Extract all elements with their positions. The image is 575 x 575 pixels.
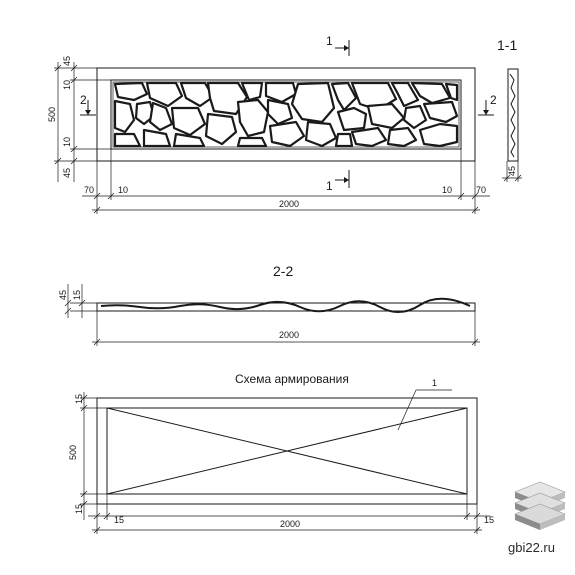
dim-bottom-inner: 10 [62,137,72,147]
reinforcement-diagonal-2 [106,407,468,495]
section-1-1: 1-1 45 [497,37,522,182]
reinforcement-title: Схема армирования [235,372,349,386]
dim-height: 500 [47,107,57,122]
section-1-1-outline [507,68,519,162]
cut-2-2-right: 2 [478,93,497,116]
reinf-dim-right: 15 [484,515,494,525]
section-2-2-relief [100,297,471,313]
section-1-1-relief [509,73,516,158]
dim-bottom-right: 70 [476,185,486,195]
section-2-2-dim-b: 15 [72,290,82,300]
cut-1-1-top: 1 [326,34,350,56]
reinf-dim-left: 15 [114,515,124,525]
dim-bottom-left-inner: 10 [118,185,128,195]
section-2-2-length: 2000 [279,330,299,340]
leader-line [397,389,417,431]
dim-plan-length: 2000 [279,199,299,209]
dim-bottom-left: 70 [84,185,94,195]
dim-bottom-offset: 45 [62,168,72,178]
cut-2-label-left: 2 [80,93,87,107]
reinforcement-scheme: Схема армирования 1 15 500 15 15 [68,372,494,534]
dim-top-inner: 10 [62,80,72,90]
section-1-1-title: 1-1 [497,37,517,53]
cut-2-label-right: 2 [490,93,497,107]
section-1-1-dim: 45 [507,166,517,176]
cut-2-2-left: 2 [80,93,96,116]
section-2-2-title: 2-2 [273,263,293,279]
cut-1-label-bottom: 1 [326,179,333,193]
panel-outline [96,67,476,162]
cut-1-label-top: 1 [326,34,333,48]
dim-top-offset: 45 [62,56,72,66]
section-2-2-dim-a: 45 [58,290,68,300]
reinf-dim-length: 2000 [280,519,300,529]
panel-inner-frame [110,79,462,150]
section-2-2: 2-2 45 15 2000 [58,263,480,346]
reinforcement-outline [96,397,478,505]
reinf-dim-bottom: 15 [74,504,84,514]
stacked-slabs-icon [514,481,566,530]
reinf-dim-top: 15 [74,394,84,404]
cut-1-1-bottom: 1 [326,170,350,193]
reinf-dim-height: 500 [68,445,78,460]
plan-left-dimensions: 45 10 500 10 45 [47,56,111,182]
leader-label: 1 [432,378,437,388]
reinforcement-mesh-frame [106,407,468,495]
dim-bottom-right-inner: 10 [442,185,452,195]
watermark-text: gbi22.ru [508,540,555,555]
plan-view: 1 1 2 2 [47,34,497,214]
stone-pattern [113,81,459,148]
plan-bottom-dimensions: 70 10 10 70 2000 [82,149,490,214]
